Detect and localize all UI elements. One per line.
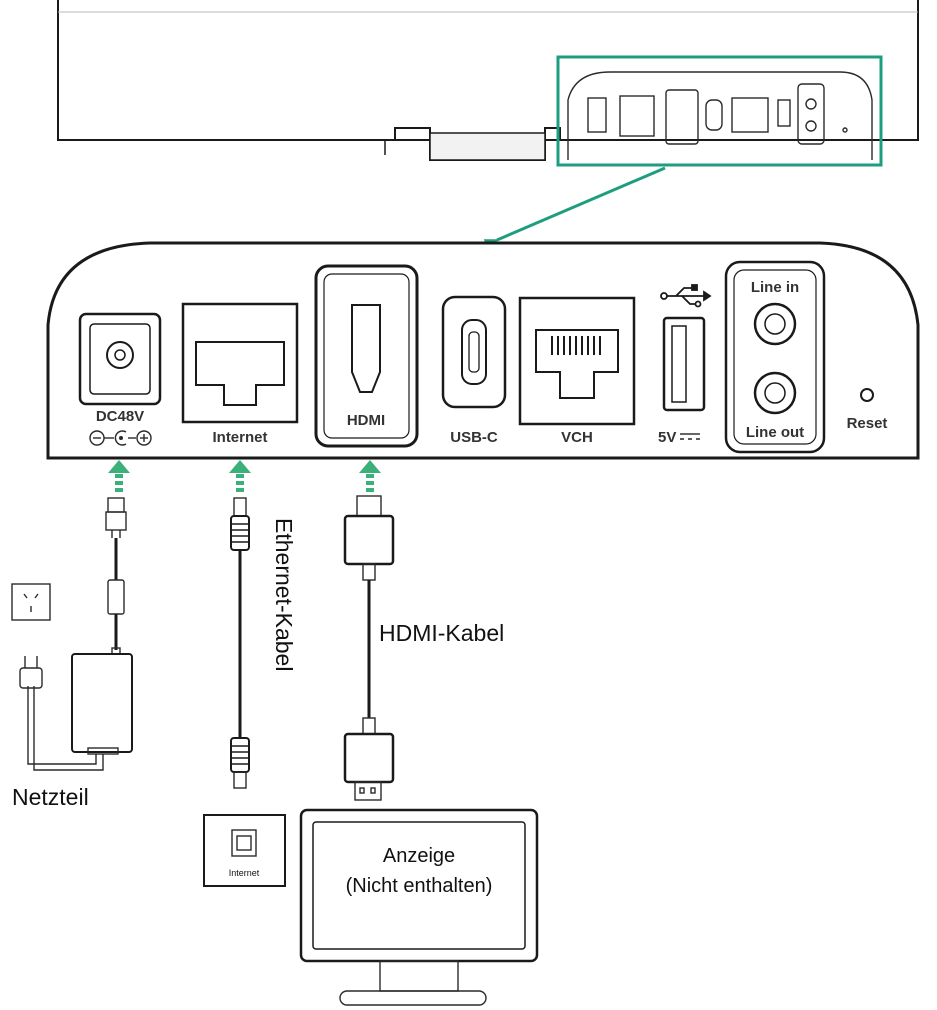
- line-in-label: Line in: [751, 279, 799, 296]
- zoom-arrow: [483, 166, 666, 251]
- usb-c-port: USB-C: [441, 295, 507, 446]
- usb-symbol-icon: [660, 284, 712, 308]
- hdmi-port-label: HDMI: [347, 412, 385, 429]
- device-top-view: [57, 0, 919, 251]
- display-monitor: Anzeige (Nicht enthalten): [299, 808, 539, 1006]
- polarity-icon: [89, 430, 152, 446]
- highlight-frame: [556, 55, 883, 167]
- display-note: (Nicht enthalten): [346, 875, 493, 897]
- power-outlet-icon: [11, 583, 51, 621]
- insert-arrow-power: [108, 460, 130, 492]
- hdmi-cable-caption: HDMI-Kabel: [379, 620, 504, 646]
- line-out-label: Line out: [746, 424, 804, 441]
- internet-port-label: Internet: [212, 429, 267, 446]
- internet-port: Internet: [181, 302, 299, 446]
- usb-5v-label: 5V: [658, 429, 676, 446]
- hdmi-port: HDMI: [314, 264, 419, 448]
- insert-arrows: [108, 460, 381, 492]
- dc-symbol-icon: [680, 433, 700, 440]
- ethernet-cable: Ethernet-Kabel: [230, 497, 297, 789]
- insert-arrow-hdmi: [359, 460, 381, 492]
- reset-label: Reset: [847, 415, 888, 432]
- audio-ports: Line in Line out: [724, 260, 826, 454]
- wall-jack-label: Internet: [229, 868, 260, 878]
- power-supply-caption: Netzteil: [12, 784, 89, 810]
- power-supply: Netzteil: [11, 497, 133, 810]
- ethernet-cable-caption: Ethernet-Kabel: [271, 518, 297, 671]
- ethernet-wall-jack: Internet: [203, 814, 286, 887]
- wall-plug-icon: [19, 656, 43, 689]
- usb-c-port-label: USB-C: [450, 429, 498, 446]
- usb-a-port: 5V: [658, 284, 712, 446]
- port-panel: DC48V Internet HDMI: [46, 241, 920, 460]
- insert-arrow-ethernet: [229, 460, 251, 492]
- vch-port-label: VCH: [561, 429, 593, 446]
- reset-button: Reset: [847, 388, 888, 432]
- dc-power-port: DC48V: [78, 312, 162, 446]
- display-label: Anzeige: [383, 845, 455, 867]
- hdmi-cable: HDMI-Kabel: [343, 495, 504, 801]
- dc-port-label: DC48V: [96, 408, 144, 425]
- vch-port: VCH: [518, 296, 636, 446]
